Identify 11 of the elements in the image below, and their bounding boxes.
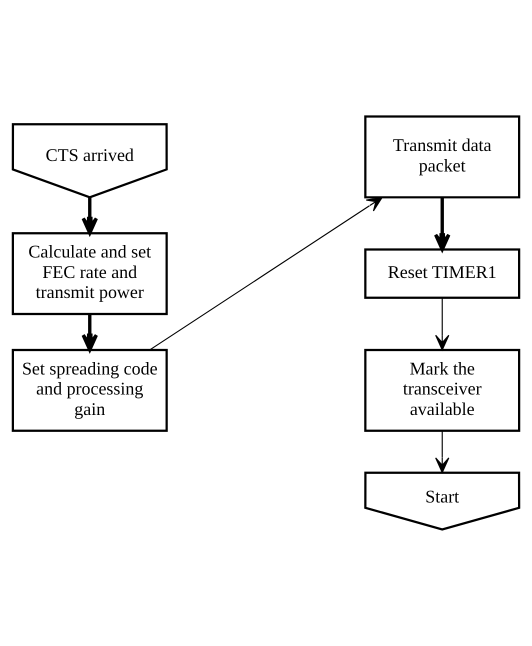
arrow — [435, 431, 450, 474]
node-box: Set spreading code and processing gain — [12, 348, 168, 432]
arrow — [149, 196, 383, 350]
arrow — [434, 197, 450, 252]
node-box: Reset TIMER1 — [364, 248, 520, 299]
arrow — [82, 197, 98, 235]
node-box: Transmit data packet — [364, 115, 520, 198]
arrow — [82, 314, 98, 352]
arrow — [435, 298, 450, 350]
node-box: Calculate and set FEC rate and transmit power — [12, 232, 168, 316]
node-box: Mark the transceiver available — [364, 348, 520, 432]
